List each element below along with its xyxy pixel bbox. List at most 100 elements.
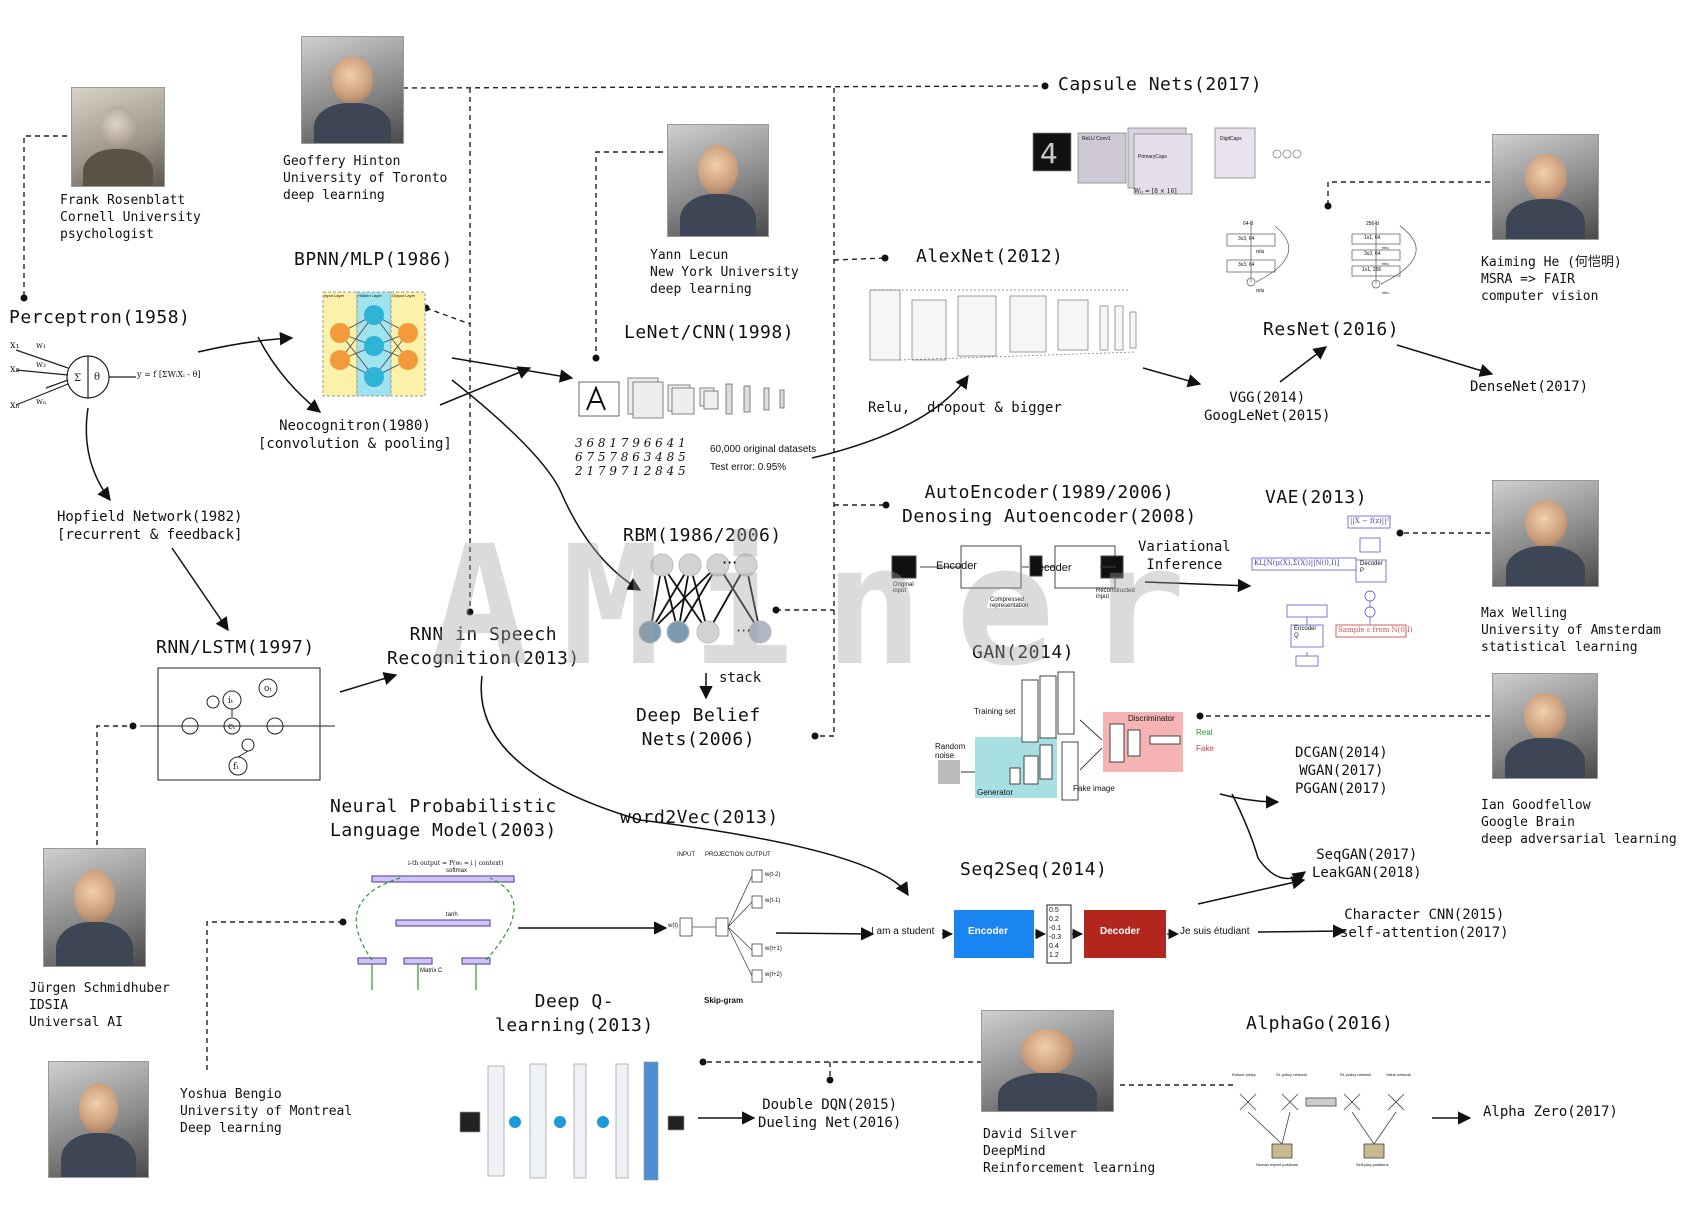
resnet-block2-conv: 1x1, 256: [1362, 267, 1382, 273]
lenet-error: Test error: 0.95%: [710, 462, 787, 473]
dashed-connectors: [23, 85, 1490, 1086]
variational-inference-label: Variational Inference: [1138, 539, 1231, 573]
connector-dots: [20, 82, 1404, 1084]
arrow-gan-seqgan: [1231, 793, 1307, 885]
seq2seq-vector-box: [1046, 904, 1072, 964]
hinton-branch-v2: [818, 88, 835, 737]
node-densenet: DenseNet(2017): [1470, 379, 1589, 395]
node-resnet: ResNet(2016): [1263, 319, 1400, 340]
resnet-block2-relu: relu: [1382, 261, 1389, 266]
capsule-figure: 4: [1032, 127, 1302, 195]
svg-text:fₜ: fₜ: [233, 762, 239, 772]
schmidhuber-to-lstm: [96, 725, 133, 845]
node-lenet: LeNet/CNN(1998): [624, 322, 795, 343]
silver-photo: [981, 1010, 1114, 1112]
node-gan: GAN(2014): [972, 642, 1075, 663]
svg-text:x₁: x₁: [10, 340, 20, 351]
lecun-photo: [667, 124, 769, 237]
arrow-hopfield-lstm: [171, 547, 229, 632]
alphago-figure: [1239, 1093, 1405, 1159]
gan-fake: Fake: [1196, 744, 1214, 753]
svg-text:iₜ: iₜ: [228, 696, 234, 706]
vae-sample: Sample ε from N(0,I): [1338, 626, 1413, 634]
svg-text:Σ: Σ: [74, 373, 81, 384]
svg-text:oₜ: oₜ: [264, 684, 272, 694]
svg-text:cₜ: cₜ: [228, 722, 236, 732]
seq2seq-input-text: I am a student: [871, 926, 935, 937]
seq2seq-vector-values: 0.5 0.2 -0.1 -0.3 0.4 1.2: [1049, 906, 1061, 960]
arrow-gan-dcgan: [1219, 793, 1280, 809]
seq2seq-vector-value: 0.2: [1049, 916, 1059, 923]
capsule-w: Wᵢⱼ = [8 × 16]: [1134, 188, 1177, 195]
hinton-to-capsule: [402, 85, 1046, 89]
arrow-lstm-speech: [339, 672, 398, 693]
schmidhuber-photo: [43, 848, 146, 967]
autoencoder-figure: [891, 545, 1124, 589]
arrow-perceptron-neocognitron: [257, 336, 322, 413]
arrow-lenet-alexnet: [811, 374, 969, 459]
mlp-input-layer-label: Input Layer: [324, 293, 345, 298]
node-charcnn: Character CNN(2015) self-attention(2017): [1340, 907, 1509, 941]
silver-label: David Silver DeepMind Reinforcement lear…: [983, 1127, 1156, 1176]
perceptron-figure: [15, 349, 136, 406]
node-nplm: Neural Probabilistic Language Model(2003…: [330, 796, 557, 841]
hinton-label: Geoffery Hinton University of Toronto de…: [283, 154, 448, 203]
node-dqn: Deep Q- learning(2013): [495, 991, 654, 1036]
lecun-label: Yann Lecun New York University deep lear…: [650, 248, 799, 297]
svg-text:wₙ: wₙ: [36, 397, 47, 406]
node-neocognitron: Neocognitron(1980) [convolution & poolin…: [258, 418, 452, 452]
capsule-digitcaps: DigitCaps: [1220, 136, 1242, 142]
resnet-block2-conv: 3x3, 64: [1364, 251, 1381, 257]
node-dbn: Deep Belief Nets(2006): [636, 705, 761, 750]
seq2seq-figure: [942, 904, 1180, 964]
node-vae: VAE(2013): [1265, 487, 1368, 508]
svg-text:w₁: w₁: [36, 341, 46, 350]
seq2seq-vector-value: -0.3: [1049, 934, 1062, 941]
node-rnn-lstm: RNN/LSTM(1997): [156, 637, 315, 658]
vae-figure: [1251, 515, 1407, 667]
arrow-ae-vae: [1144, 578, 1252, 593]
arrow-perceptron-hopfield: [85, 407, 111, 502]
resnet-block2-relu: relu: [1382, 245, 1389, 250]
node-dcgan: DCGAN(2014) WGAN(2017) PGGAN(2017): [1295, 745, 1388, 797]
lenet-figure: [578, 377, 785, 419]
goodfellow-photo: [1492, 673, 1598, 779]
welling-photo: [1492, 480, 1599, 587]
bengio-to-nplm: [206, 921, 343, 1070]
autoencoder-encoder-label: Encoder: [936, 560, 977, 572]
seq2seq-vector-value: 0.4: [1049, 943, 1059, 950]
node-capsule: Capsule Nets(2017): [1058, 74, 1263, 95]
arrow-perceptron-bpnn: [197, 331, 294, 353]
gan-random-noise: Random noise: [935, 742, 966, 760]
resnet-block2-dim: 256-d: [1366, 221, 1379, 227]
svg-text:x₂: x₂: [10, 364, 20, 375]
node-double-dqn: Double DQN(2015) Dueling Net(2016): [758, 1097, 902, 1131]
seq2seq-encoder-label: Encoder: [968, 926, 1009, 937]
nplm-softmax: softmax: [446, 868, 468, 874]
autoencoder-compressed: Compressed representation: [990, 597, 1029, 609]
bengio-label: Yoshua Bengio University of Montreal Dee…: [180, 1087, 353, 1136]
autoencoder-decoder-label: Decoder: [1030, 562, 1072, 574]
autoencoder-original: Original input: [893, 582, 914, 594]
node-vgg: VGG(2014) GoogLeNet(2015): [1204, 390, 1331, 424]
word2vec-output-header: OUTPUT: [746, 852, 771, 858]
word2vec-context-word: w(t+2): [765, 972, 782, 978]
seq2seq-output-text: Je suis étudiant: [1180, 926, 1250, 937]
svg-text:xₙ: xₙ: [10, 400, 20, 411]
goodfellow-label: Ian Goodfellow Google Brain deep adversa…: [1481, 798, 1677, 847]
alphago-net-label: SL policy network: [1276, 1072, 1308, 1077]
node-seq2seq: Seq2Seq(2014): [960, 859, 1108, 880]
stack-label: stack: [719, 670, 762, 686]
vae-decoder: Decoder P: [1360, 561, 1383, 574]
resnet-block1-relu: relu: [1256, 249, 1265, 255]
word2vec-projection-header: PROJECTION: [705, 852, 744, 858]
word2vec-context-word: w(t-1): [765, 898, 781, 904]
capsule-relu: ReLU Conv1: [1082, 136, 1111, 142]
arrow-neocog-lenet: [439, 366, 532, 406]
seq2seq-vector-value: -0.1: [1049, 925, 1062, 932]
mlp-hidden-layer-label: Hidden Layer: [358, 293, 382, 298]
seq2seq-decoder-box: [1084, 910, 1166, 958]
resnet-block1-dim: 64-d: [1243, 221, 1254, 227]
word2vec-skipgram: Skip-gram: [704, 996, 744, 1005]
